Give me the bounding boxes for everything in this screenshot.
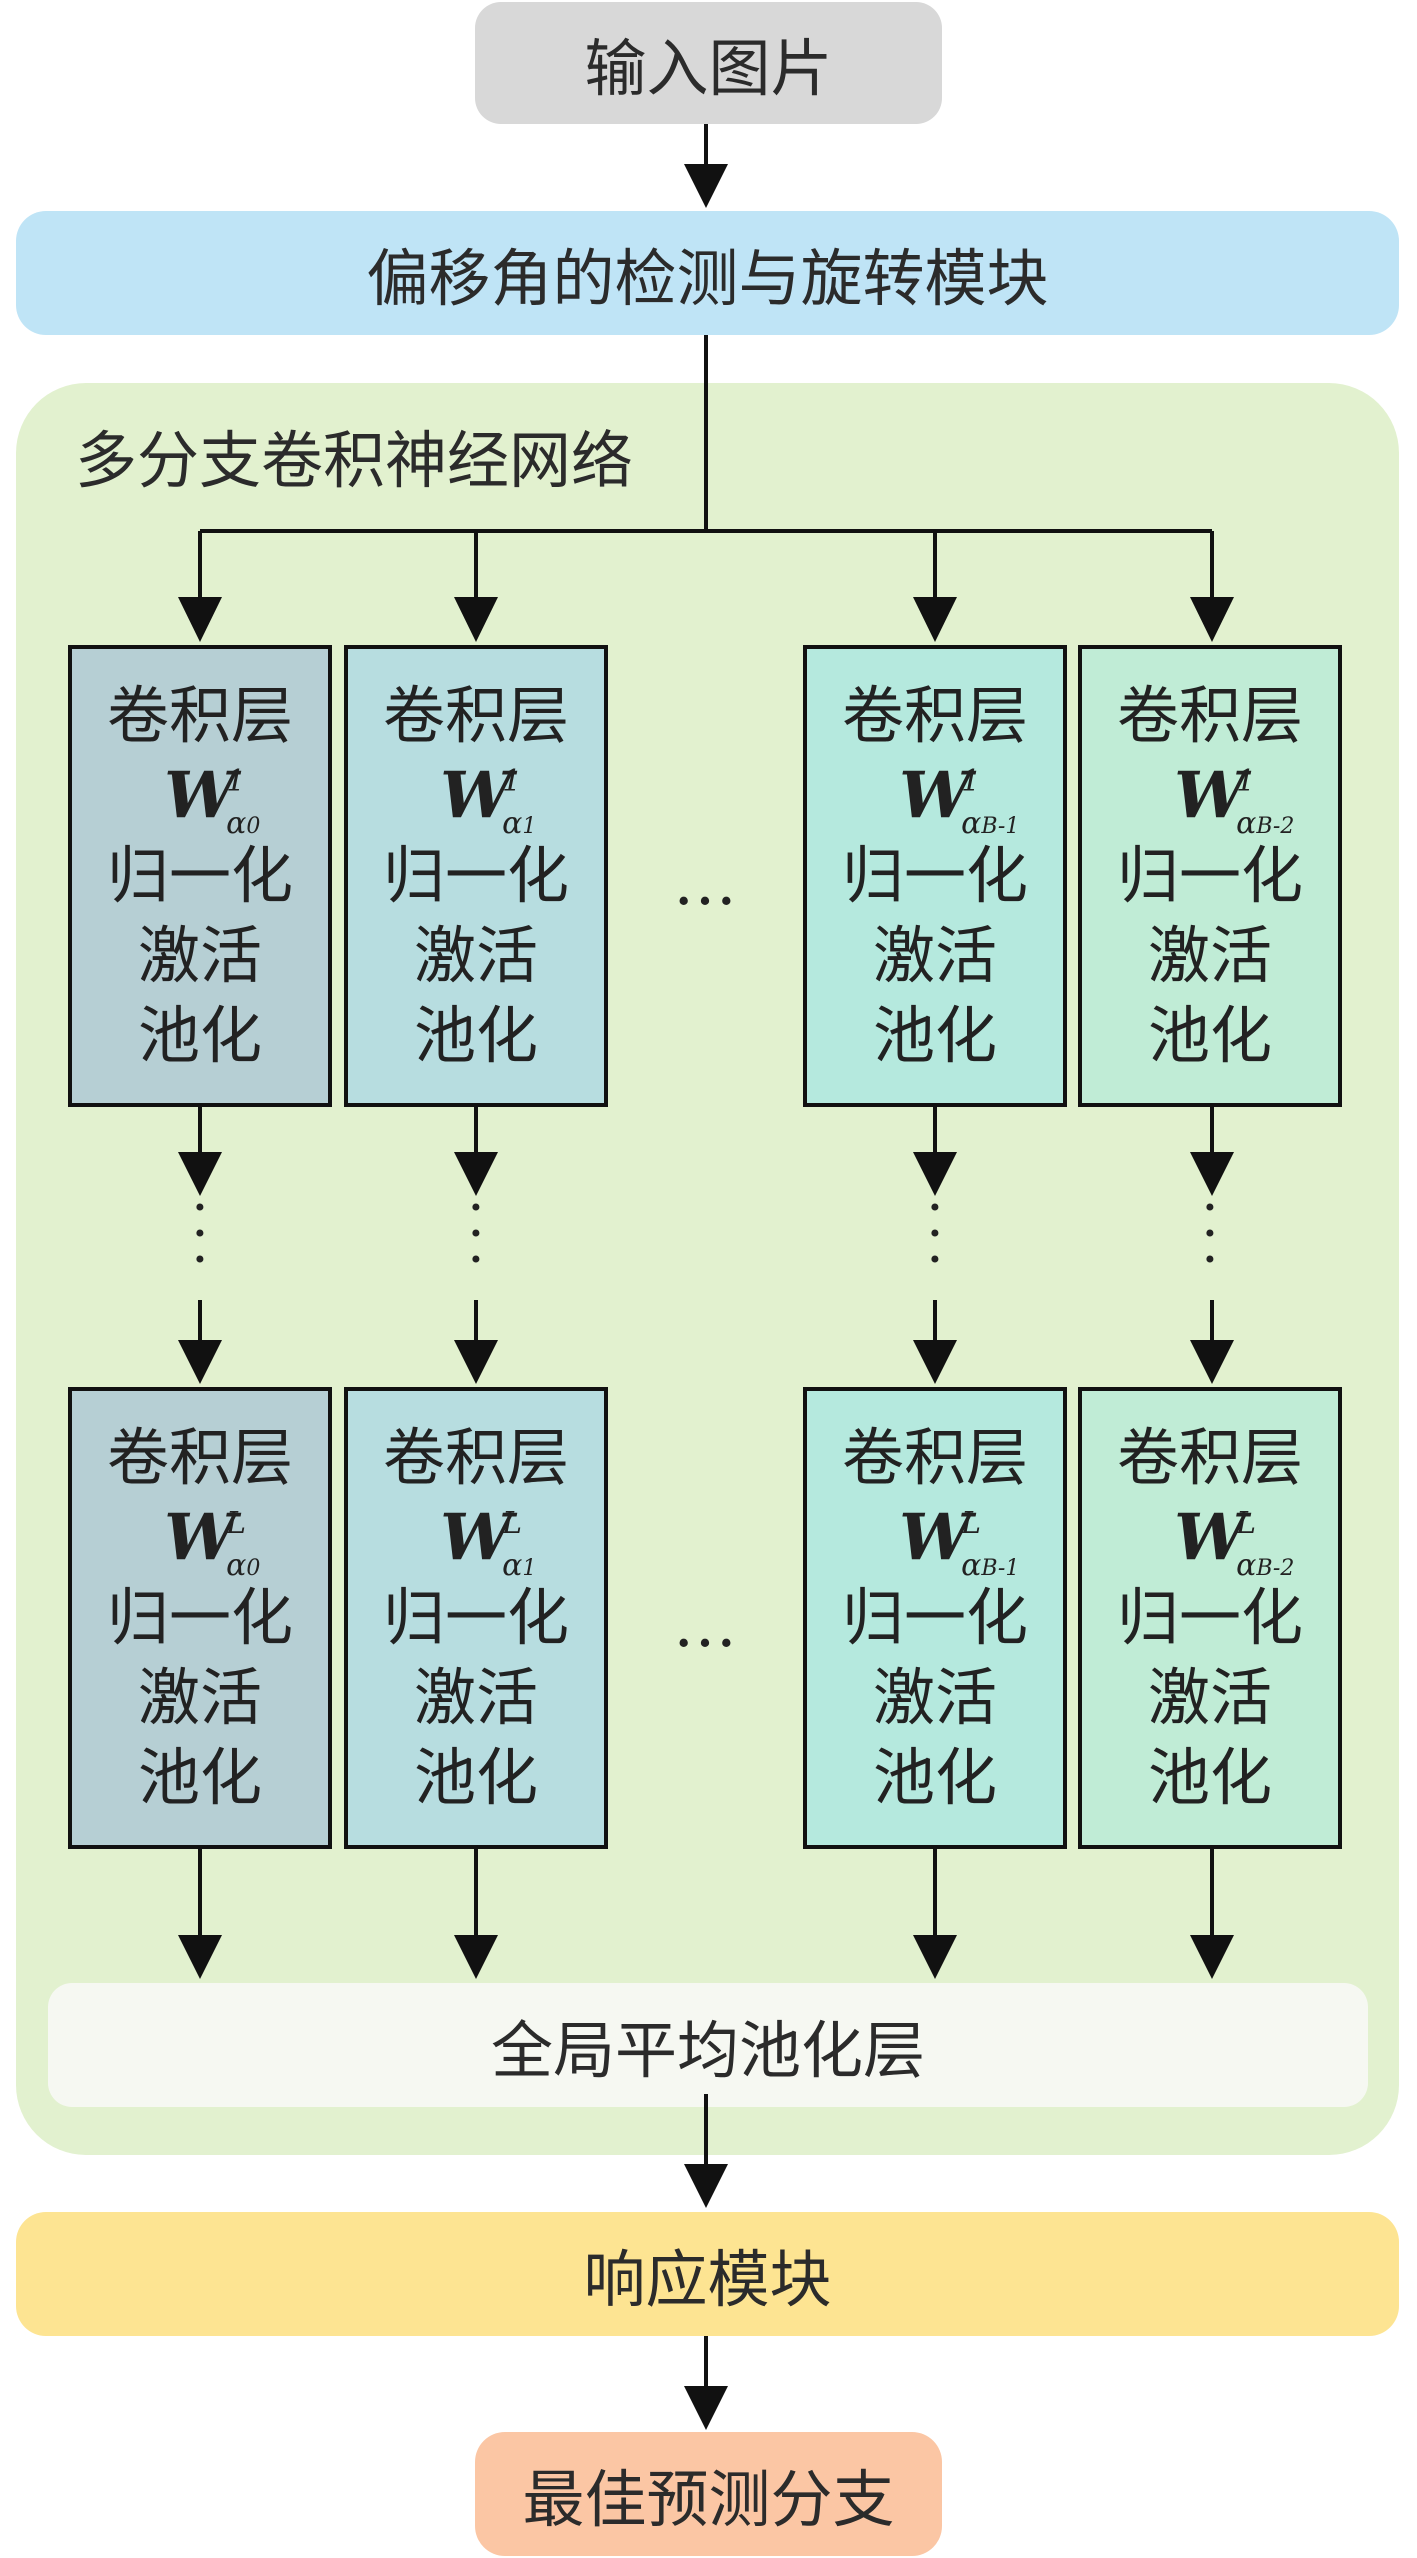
pool-label: 池化 <box>413 1741 538 1814</box>
pool-label: 池化 <box>413 999 538 1072</box>
arrowhead <box>684 2164 728 2208</box>
response-module-label: 响应模块 <box>583 2243 832 2316</box>
pool-label: 池化 <box>872 1741 997 1814</box>
best-branch-node: 最佳预测分支 <box>475 2432 942 2556</box>
arrowhead <box>178 597 222 642</box>
arrowhead <box>454 597 498 642</box>
norm-label: 归一化 <box>1116 839 1303 912</box>
pool-label: 池化 <box>137 999 262 1072</box>
norm-label: 归一化 <box>382 839 569 912</box>
network-title: 多分支卷积神经网络 <box>75 424 634 497</box>
rotation-module-label: 偏移角的检测与旋转模块 <box>366 242 1049 315</box>
act-label: 激活 <box>1147 1661 1272 1734</box>
weight-superscript: L <box>502 1506 522 1541</box>
arrowhead <box>454 1935 498 1979</box>
input-image-node: 输入图片 <box>475 2 942 124</box>
weight-subscript: αB-2 <box>1236 806 1295 841</box>
branch-ellipsis-row1: … <box>673 846 737 920</box>
arrowhead <box>913 597 957 642</box>
arrowhead <box>1190 1152 1234 1196</box>
weight-subscript: αB-1 <box>961 1548 1020 1583</box>
act-label: 激活 <box>137 1661 262 1734</box>
conv-label: 卷积层 <box>1116 679 1303 752</box>
branch-ellipsis-rowL: … <box>673 1588 737 1662</box>
act-label: 激活 <box>872 1661 997 1734</box>
weight-superscript: L <box>226 1506 246 1541</box>
arrowhead <box>1190 597 1234 642</box>
input-image-label: 输入图片 <box>584 32 833 105</box>
weight-superscript: 1 <box>502 764 522 799</box>
weight-superscript: 1 <box>961 764 981 799</box>
response-module-node: 响应模块 <box>16 2212 1399 2336</box>
weight-subscript: α0 <box>226 806 261 841</box>
best-branch-label: 最佳预测分支 <box>522 2463 895 2536</box>
weight-subscript: α1 <box>502 806 537 841</box>
norm-label: 归一化 <box>1116 1581 1303 1654</box>
arrowhead <box>913 1152 957 1196</box>
arrowhead <box>684 2386 728 2430</box>
rotation-module-node: 偏移角的检测与旋转模块 <box>16 211 1399 335</box>
global-average-pooling-node: 全局平均池化层 <box>48 1983 1368 2107</box>
arrowhead <box>454 1340 498 1384</box>
arrowhead <box>178 1935 222 1979</box>
weight-superscript: 1 <box>1236 764 1256 799</box>
norm-label: 归一化 <box>382 1581 569 1654</box>
pool-label: 池化 <box>1147 999 1272 1072</box>
conv-label: 卷积层 <box>382 679 569 752</box>
conv-label: 卷积层 <box>106 1421 293 1494</box>
arrowhead <box>178 1340 222 1384</box>
norm-label: 归一化 <box>841 1581 1028 1654</box>
gap-layer-label: 全局平均池化层 <box>490 2014 925 2087</box>
weight-superscript: L <box>1236 1506 1256 1541</box>
arrowhead <box>454 1152 498 1196</box>
act-label: 激活 <box>137 919 262 992</box>
weight-subscript: α0 <box>226 1548 261 1583</box>
weight-subscript: α1 <box>502 1548 537 1583</box>
arrowheads <box>178 164 1234 2430</box>
arrowhead <box>178 1152 222 1196</box>
norm-label: 归一化 <box>841 839 1028 912</box>
arrowhead <box>1190 1340 1234 1384</box>
norm-label: 归一化 <box>106 1581 293 1654</box>
weight-superscript: 1 <box>226 764 246 799</box>
conv-label: 卷积层 <box>841 679 1028 752</box>
weight-subscript: αB-2 <box>1236 1548 1295 1583</box>
act-label: 激活 <box>413 919 538 992</box>
act-label: 激活 <box>872 919 997 992</box>
act-label: 激活 <box>413 1661 538 1734</box>
pool-label: 池化 <box>1147 1741 1272 1814</box>
conv-label: 卷积层 <box>1116 1421 1303 1494</box>
arrowhead <box>1190 1935 1234 1979</box>
arrowhead <box>913 1340 957 1384</box>
arrowhead <box>913 1935 957 1979</box>
arrowhead <box>684 164 728 208</box>
pool-label: 池化 <box>137 1741 262 1814</box>
conv-label: 卷积层 <box>106 679 293 752</box>
weight-subscript: αB-1 <box>961 806 1020 841</box>
pool-label: 池化 <box>872 999 997 1072</box>
conv-label: 卷积层 <box>841 1421 1028 1494</box>
weight-superscript: L <box>961 1506 981 1541</box>
norm-label: 归一化 <box>106 839 293 912</box>
conv-label: 卷积层 <box>382 1421 569 1494</box>
act-label: 激活 <box>1147 919 1272 992</box>
